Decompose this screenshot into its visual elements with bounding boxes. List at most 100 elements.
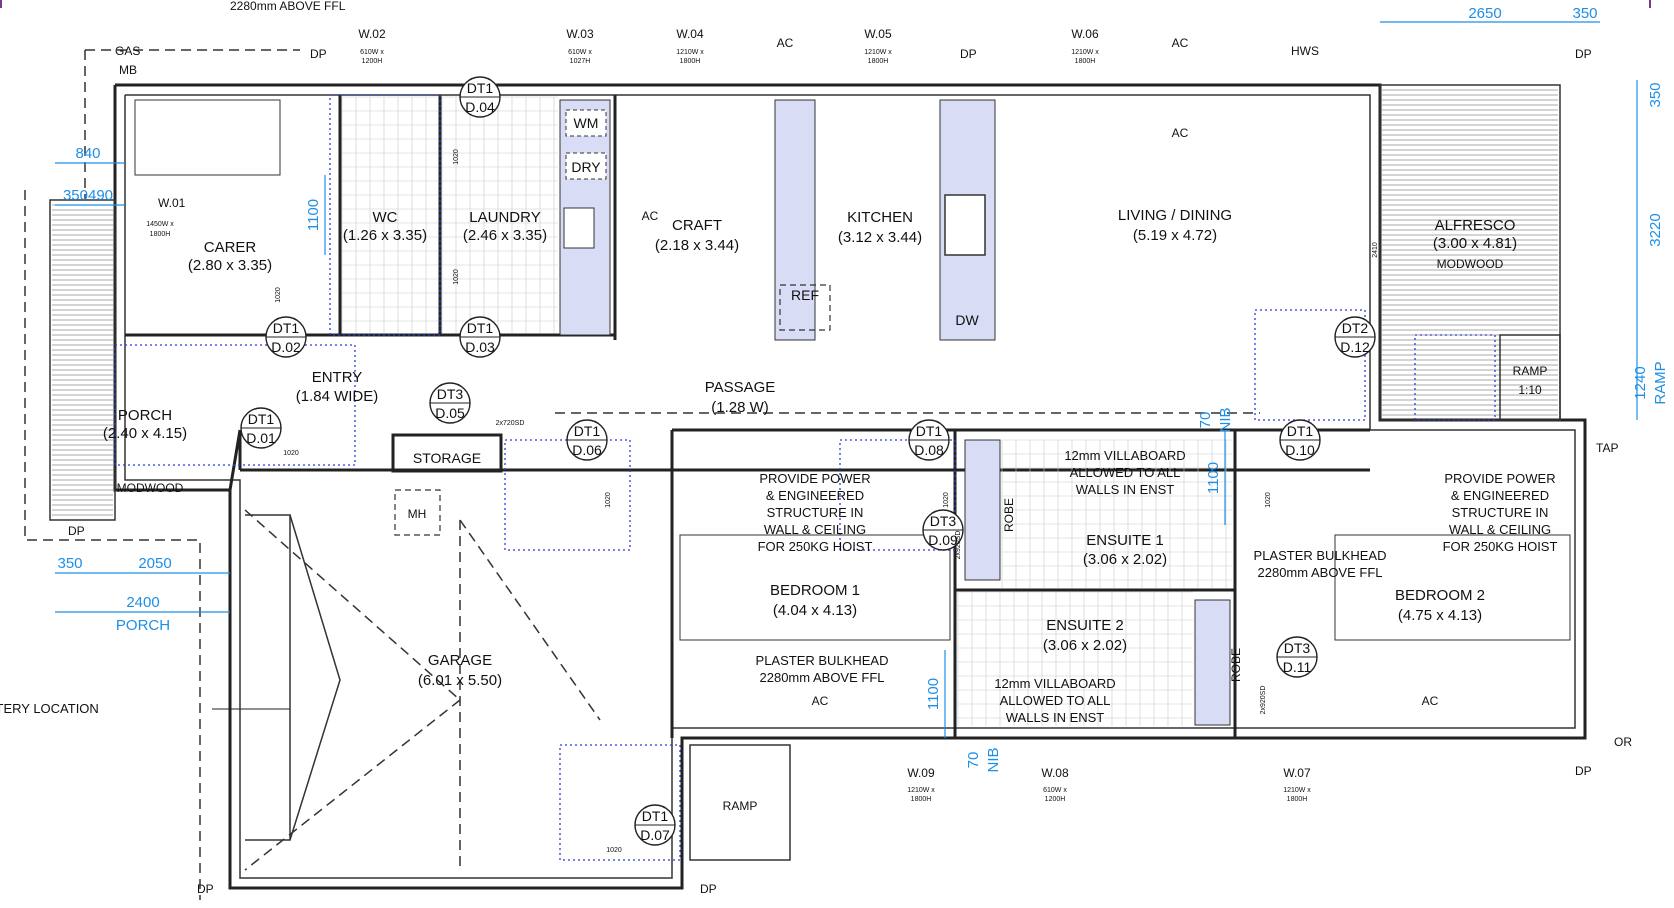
ac-craft: AC [642,209,659,223]
window-w05-spec-2: 1800H [868,58,889,65]
alfresco-modwood: MODWOOD [1437,257,1504,271]
robe2-door-label: 2x920SD [1260,686,1267,715]
door-d07-id: D.07 [640,827,670,843]
door-d09-id: D.09 [928,532,958,548]
sliding-door-label: 2x720SD [496,420,525,427]
door-d12-id: D.12 [1340,339,1370,355]
window-w08-spec-2: 1200H [1045,796,1066,803]
eave-line-porch [24,190,201,900]
door-width-d07: 1020 [606,847,622,854]
door-d08-type: DT1 [916,423,943,439]
window-w07-spec-2: 1800H [1287,796,1308,803]
notes: PROVIDE POWER & ENGINEERED STRUCTURE IN … [0,448,1557,725]
door-d03-id: D.03 [465,339,495,355]
door-width-d02: 1020 [275,287,282,303]
dp-top-right: DP [1575,47,1592,61]
hoist-note-bed2-3: STRUCTURE IN [1452,505,1549,520]
passage-ceiling-outline [504,439,631,551]
room-living-name: LIVING / DINING [1118,207,1232,224]
gas-label: GAS [115,44,140,58]
window-w08-id: W.08 [1041,766,1069,780]
dim-2400: 2400 [126,594,159,611]
villaboard-note-ens2-3: WALLS IN ENST [1006,710,1105,725]
window-w04-spec-2: 1800H [680,58,701,65]
window-w07-spec-1: 1210W x [1283,787,1311,794]
storage-cupboard [391,433,503,473]
room-bedroom2-size: (4.75 x 4.13) [1398,607,1482,624]
window-w09-id: W.09 [907,766,935,780]
dim-nib-bottom: NIB [985,747,1002,772]
villaboard-note-ens2-2: ALLOWED TO ALL [1000,693,1111,708]
bulkhead-note-ens1-2: 2280mm ABOVE FFL [1258,565,1383,580]
room-wc-size: (1.26 x 3.35) [343,227,427,244]
garage-diag-2 [459,519,601,721]
dim-3220: 3220 [1647,213,1664,246]
dim-350-top: 350 [1572,5,1597,22]
ac-top-2: AC [1172,36,1189,50]
room-passage-name: PASSAGE [705,379,776,396]
mb-label: MB [119,63,137,77]
ac-living: AC [1172,126,1189,140]
bulkhead-note-ens1-1: PLASTER BULKHEAD [1254,548,1387,563]
fixture-labels: WM DRY REF DW MH STORAGE ROBE ROBE RAMP … [68,36,1632,896]
room-carer-name: CARER [204,239,257,256]
room-living-size: (5.19 x 4.72) [1133,227,1217,244]
ac-top-1: AC [777,36,794,50]
room-porch-size: (2.40 x 4.15) [103,425,187,442]
room-passage-size: (1.28 W) [711,399,769,416]
dim-1100-ens1: 1100 [1205,462,1222,494]
manhole [394,489,441,536]
ac-bed2: AC [1422,694,1439,708]
door-d04-id: D.04 [465,99,495,115]
room-entry-size: (1.84 WIDE) [296,388,379,405]
door-d01-id: D.01 [246,430,276,446]
robe-1 [964,439,1001,581]
alfresco-ramp-label: RAMP [1513,364,1548,378]
kitchen-bench [774,99,816,341]
room-ensuite1-size: (3.06 x 2.02) [1083,551,1167,568]
room-bedroom1-name: BEDROOM 1 [770,582,860,599]
villaboard-note-ens2-1: 12mm VILLABOARD [994,676,1115,691]
door-width-d01: 1020 [283,450,299,457]
room-porch-name: PORCH [118,407,172,424]
wm-box [565,109,607,137]
hoist-note-bed2-4: WALL & CEILING [1449,522,1551,537]
hoist-note-bed1-3: STRUCTURE IN [767,505,864,520]
entry-ceiling-outline [114,344,356,466]
door-d01-type: DT1 [248,411,275,427]
bedroom1-bed [679,534,951,641]
window-w05-id: W.05 [864,27,892,41]
top-bulkhead-note: 2280mm ABOVE FFL [230,0,346,13]
dim-350-right: 350 [1647,82,1664,107]
dp-top-mid: DP [960,47,977,61]
bulkhead-note-bed1-2: 2280mm ABOVE FFL [760,670,885,685]
room-wc-name: WC [373,209,398,226]
room-ensuite2-size: (3.06 x 2.02) [1043,637,1127,654]
dry-label: DRY [571,159,601,175]
dim-70-top: 70 [1197,412,1214,429]
tap-label: TAP [1596,441,1618,455]
window-w01-id: W.01 [158,196,186,210]
dim-2050: 2050 [138,555,171,572]
window-labels: W.01 1450W x 1800H W.02 610W x 1200H W.0… [146,27,1311,803]
alfresco-ramp [1499,334,1561,421]
door-width-d03: 1020 [453,269,460,285]
dimension-lines [55,21,1638,738]
garage-ramp [689,744,791,861]
room-entry-name: ENTRY [312,369,363,386]
storage-label: STORAGE [413,450,481,466]
fridge-space [779,284,831,331]
ac-bed1: AC [812,694,829,708]
alfresco-ceiling-outline [1414,334,1496,421]
carer-bed [134,99,281,176]
or-label: OR [1614,735,1632,749]
room-garage-name: GARAGE [428,652,492,669]
